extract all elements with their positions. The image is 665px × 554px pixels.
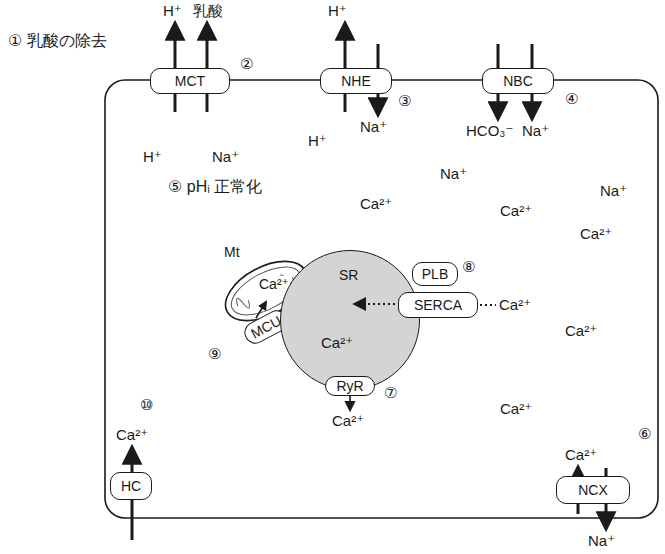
release-arrow (349, 396, 351, 410)
node-heading: Mt (224, 244, 240, 260)
callout-number: ⑥ (638, 425, 651, 443)
ion-label: H⁺ (308, 132, 327, 150)
node-label: NCX (578, 482, 608, 498)
pump-box: SERCA (398, 292, 478, 318)
regulator-box: PLB (412, 262, 458, 286)
step-title: ⑤ pHᵢ 正常化 (168, 178, 262, 196)
node-label: RyR (336, 378, 363, 394)
ion-label: 乳酸 (193, 2, 223, 20)
ion-label: Na⁺ (440, 165, 467, 183)
ion-label: Ca²⁺ (499, 296, 531, 314)
callout-number: ⑨ (208, 345, 221, 363)
ion-label: Ca²⁺ (565, 446, 597, 464)
ion-label: Na⁺ (600, 182, 627, 200)
ion-label: Ca²⁺ (500, 400, 532, 418)
ion-label: Ca²⁺ (116, 426, 148, 444)
uptake-dots (480, 304, 496, 306)
node-label: PLB (422, 266, 448, 282)
ion-label: H⁺ (163, 2, 182, 20)
callout-number: ③ (398, 92, 411, 110)
ion-label: Ca²⁺ (321, 335, 353, 351)
ion-label: Ca²⁺ (580, 225, 612, 243)
ion-label: Na⁺ (212, 148, 239, 166)
ion-label: Ca²⁺ (332, 412, 364, 430)
ion-label: Ca²⁺ (258, 276, 290, 292)
callout-number: ② (240, 55, 253, 73)
node-label: NHE (341, 73, 371, 89)
ion-label: HCO₃⁻ (466, 122, 513, 140)
channel-box: RyR (325, 376, 375, 396)
ion-label: Ca²⁺ (360, 195, 392, 213)
ion-label: H⁺ (328, 2, 347, 20)
callout-number: ④ (565, 90, 578, 108)
node-label: SERCA (414, 297, 462, 313)
ion-label: Na⁺ (522, 122, 549, 140)
callout-number: ⑦ (384, 384, 397, 402)
cell-membrane (105, 80, 658, 518)
ion-label: Ca²⁺ (565, 322, 597, 340)
step-title: ① 乳酸の除去 (8, 32, 107, 50)
ion-label: Ca²⁺ (500, 202, 532, 220)
transporter-box: NHE (320, 68, 392, 94)
transporter-box: NBC (482, 68, 554, 94)
channel-box: HC (110, 472, 152, 500)
callout-number: ⑧ (462, 258, 475, 276)
ion-label: H⁺ (143, 148, 162, 166)
node-heading: SR (339, 267, 358, 283)
node-label: NBC (503, 73, 533, 89)
sarcoplasmic-reticulum: SR Ca²⁺ (280, 250, 420, 390)
node-label: MCT (175, 73, 205, 89)
ion-label: Na⁺ (588, 532, 615, 550)
callout-number: ⑩ (140, 396, 153, 414)
node-label: HC (121, 478, 141, 494)
exchanger-box: NCX (556, 476, 630, 504)
ion-label: Na⁺ (360, 118, 387, 136)
transporter-box: MCT (150, 68, 230, 94)
